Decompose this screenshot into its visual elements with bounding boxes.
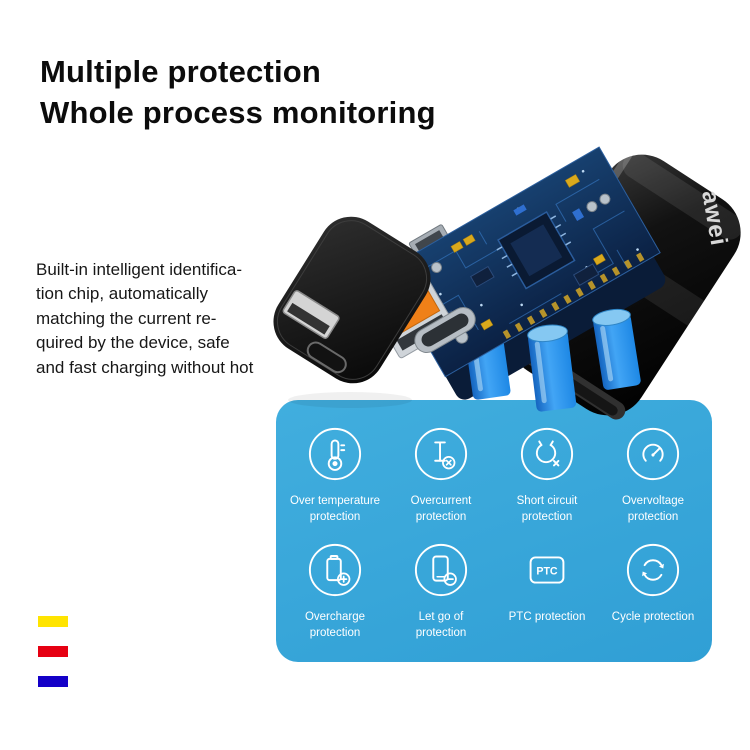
usb-a-cutout — [282, 290, 340, 339]
feature-label: Over temperature protection — [289, 495, 381, 524]
svg-text:PTC: PTC — [536, 565, 558, 577]
short-circuit-icon — [520, 427, 574, 481]
description-line: quired by the device, safe — [36, 333, 230, 353]
headline-line1: Multiple protection — [40, 54, 322, 89]
thermometer-icon — [308, 427, 362, 481]
pcb-underside — [414, 200, 666, 400]
brand-logo: awei — [696, 188, 732, 248]
color-swatch-yellow — [38, 616, 68, 627]
charger-shell — [503, 150, 743, 420]
ptc-icon: PTC — [529, 556, 565, 584]
overcharge-icon — [308, 543, 362, 597]
feature-ptc: PTC PTC protection — [494, 536, 600, 652]
feature-label: Overvoltage protection — [621, 495, 684, 524]
capacitor — [462, 314, 511, 400]
color-swatch-red — [38, 646, 68, 657]
feature-short-circuit: Short circuit protection — [494, 420, 600, 536]
feature-overvoltage: Overvoltage protection — [600, 420, 706, 536]
feature-over-temperature: Over temperature protection — [282, 420, 388, 536]
usb-c-cutout — [306, 341, 347, 374]
feature-label: Let go of protection — [415, 611, 467, 640]
feature-overcurrent: Overcurrent protection — [388, 420, 494, 536]
description: Built-in intelligent identifica- tion ch… — [36, 258, 286, 380]
feature-label: Cycle protection — [611, 611, 695, 623]
color-swatch-blue — [38, 676, 68, 687]
description-line: matching the current re- — [36, 308, 217, 328]
feature-label: Overcurrent protection — [410, 495, 472, 524]
usb-c-connector — [414, 307, 476, 353]
feature-let-go: Let go of protection — [388, 536, 494, 652]
description-line: and fast charging without hot — [36, 357, 254, 377]
feature-cycle: Cycle protection — [600, 536, 706, 652]
front-plate — [273, 216, 431, 384]
overcurrent-icon — [414, 427, 468, 481]
headline-line2: Whole process monitoring — [40, 94, 436, 130]
capacitor — [527, 324, 577, 412]
capacitor — [592, 308, 641, 390]
feature-label: Short circuit protection — [516, 495, 578, 524]
feature-label: PTC protection — [508, 611, 586, 623]
overvoltage-icon — [626, 427, 680, 481]
feature-label: Overcharge protection — [304, 611, 366, 640]
description-line: tion chip, automatically — [36, 284, 208, 304]
cycle-icon — [626, 543, 680, 597]
let-go-icon — [414, 543, 468, 597]
feature-overcharge: Overcharge protection — [282, 536, 388, 652]
micro-usb-port — [408, 224, 450, 257]
usb-a-port — [368, 271, 456, 359]
protection-panel: Over temperature protection Overcurrent … — [276, 400, 712, 662]
headline: Multiple protection Whole process monito… — [40, 52, 436, 134]
circuit-board — [368, 146, 661, 378]
chip — [496, 210, 576, 290]
description-line: Built-in intelligent identifica- — [36, 260, 242, 279]
